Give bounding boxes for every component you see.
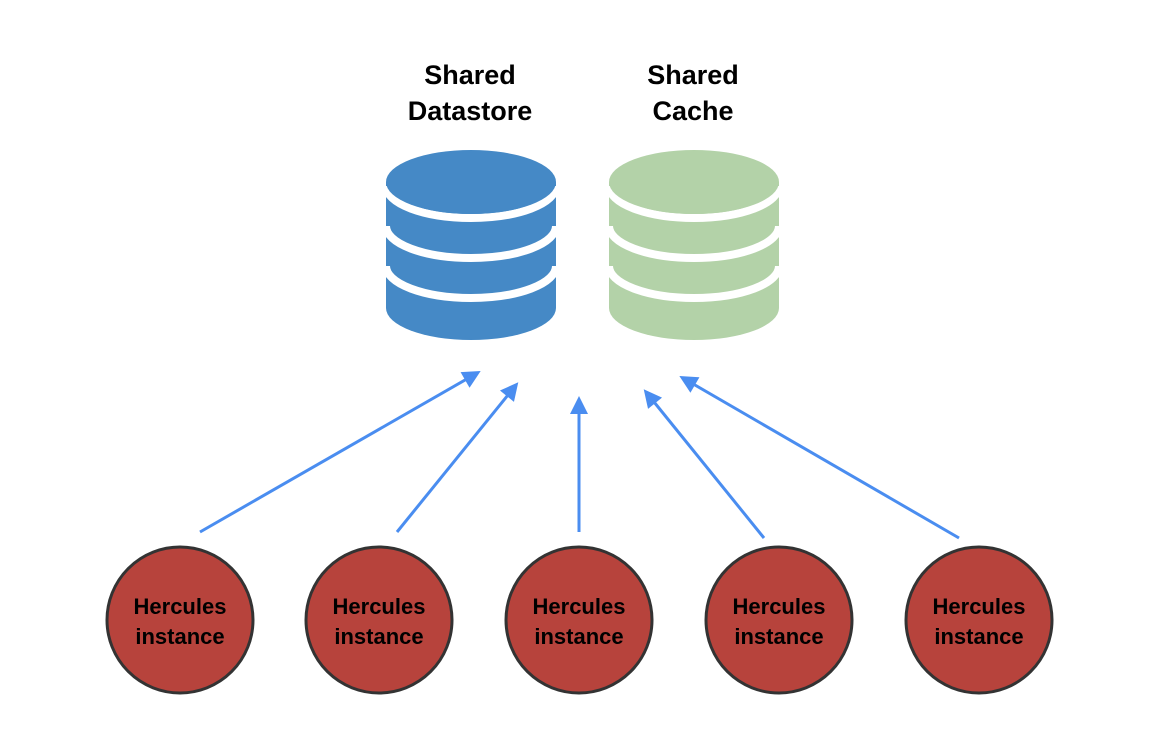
arrow-instance-1-to-datastore	[199, 371, 481, 534]
cache-title: Shared Cache	[647, 60, 739, 126]
datastore-database-icon	[382, 150, 560, 340]
arrowhead-icon	[460, 371, 481, 388]
arrow-instance-3-to-between-stores	[570, 396, 588, 532]
instance-circle	[904, 545, 1054, 695]
instance-circle	[704, 545, 854, 695]
hercules-instance-node[interactable]: Hercules instance	[504, 545, 654, 695]
arrow-instance-4-to-cache	[643, 389, 766, 539]
cylinder-band	[382, 265, 560, 302]
instance-label-line-1: Hercules	[134, 594, 227, 619]
instance-label-line-2: instance	[534, 624, 623, 649]
connection-arrows	[199, 371, 960, 540]
arrowhead-icon	[643, 389, 663, 409]
arrow-instance-2-to-datastore	[395, 382, 519, 533]
datastore-title-line-2: Datastore	[408, 96, 533, 126]
instance-label-line-2: instance	[734, 624, 823, 649]
datastore-title-line-1: Shared	[424, 60, 516, 90]
instance-label-line-1: Hercules	[733, 594, 826, 619]
instance-circle	[504, 545, 654, 695]
cylinder-top	[386, 150, 556, 214]
instance-label-line-2: instance	[934, 624, 1023, 649]
arrowhead-icon	[570, 396, 588, 414]
hercules-instance-node[interactable]: Hercules instance	[904, 545, 1054, 695]
cache-title-line-2: Cache	[652, 96, 733, 126]
hercules-instance-node[interactable]: Hercules instance	[704, 545, 854, 695]
cylinder-band	[382, 225, 560, 262]
arrow-shaft	[648, 396, 766, 539]
instance-label-line-2: instance	[135, 624, 224, 649]
arrow-shaft	[199, 374, 473, 534]
instance-label-line-2: instance	[334, 624, 423, 649]
cylinder-band	[605, 185, 783, 222]
cache-database-icon	[605, 150, 783, 340]
datastore-title: Shared Datastore	[408, 60, 533, 126]
arrowhead-icon	[499, 382, 519, 402]
instance-circle	[304, 545, 454, 695]
hercules-instance-node[interactable]: Hercules instance	[105, 545, 255, 695]
instance-label-line-1: Hercules	[933, 594, 1026, 619]
instance-circle	[105, 545, 255, 695]
arrow-shaft	[687, 379, 960, 540]
cylinder-band	[605, 225, 783, 262]
arrow-shaft	[395, 389, 514, 533]
cylinder-band	[605, 265, 783, 302]
arrowhead-icon	[679, 375, 700, 393]
instance-label-line-1: Hercules	[333, 594, 426, 619]
cylinder-top	[609, 150, 779, 214]
instance-label-line-1: Hercules	[533, 594, 626, 619]
hercules-instance-node[interactable]: Hercules instance	[304, 545, 454, 695]
arrow-instance-5-to-cache	[679, 375, 960, 540]
cache-title-line-1: Shared	[647, 60, 739, 90]
hercules-instances: HerculesinstanceHerculesinstanceHercules…	[105, 545, 1054, 695]
cylinder-band	[382, 185, 560, 222]
